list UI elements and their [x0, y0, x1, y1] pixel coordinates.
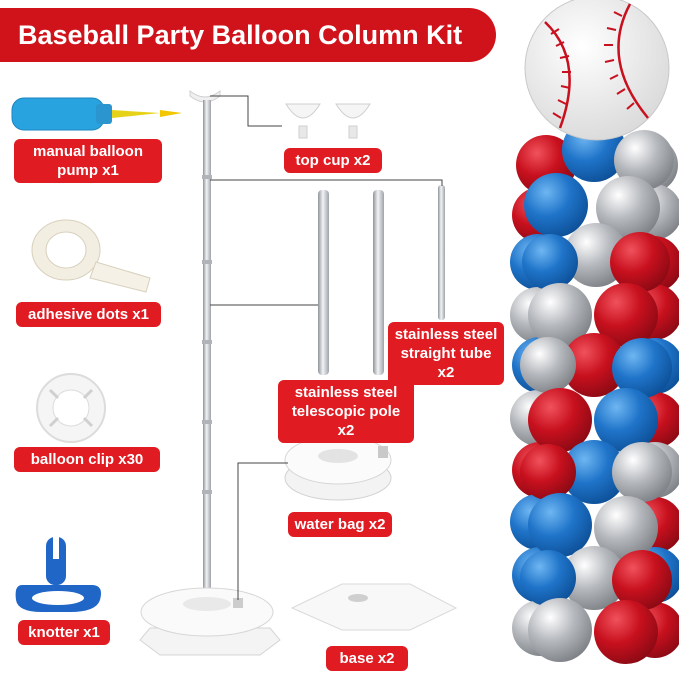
page-title: Baseball Party Balloon Column Kit: [18, 19, 463, 50]
baseball-icon: [524, 0, 670, 141]
straight-tube-icon: [438, 185, 445, 320]
adhesive-dots-icon: [31, 219, 151, 293]
water-bag-label: water bag x2: [288, 512, 392, 537]
balloon-front-row: [520, 118, 674, 664]
base-label: base x2: [326, 646, 408, 671]
top-cup-icon: [285, 103, 371, 139]
pump-icon: [11, 97, 182, 131]
pump-label: manual balloon pump x1: [14, 139, 162, 183]
water-bag-icon: [284, 435, 392, 501]
telescopic-pole-icon: [318, 190, 384, 375]
balloon-clip-label: balloon clip x30: [14, 447, 160, 472]
straight-tube-label: stainless steel straight tube x2: [388, 322, 504, 385]
top-cup-label: top cup x2: [284, 148, 382, 173]
knotter-icon: [15, 537, 102, 612]
adhesive-dots-label: adhesive dots x1: [16, 302, 161, 327]
balloon-clip-icon: [36, 373, 106, 443]
assembled-stand: [139, 89, 281, 656]
base-icon: [290, 583, 458, 631]
title-banner: Baseball Party Balloon Column Kit: [0, 8, 496, 62]
knotter-label: knotter x1: [18, 620, 110, 645]
leader-lines: [210, 95, 443, 600]
balloon-column: [510, 118, 679, 664]
telescopic-pole-label: stainless steel telescopic pole x2: [278, 380, 414, 443]
